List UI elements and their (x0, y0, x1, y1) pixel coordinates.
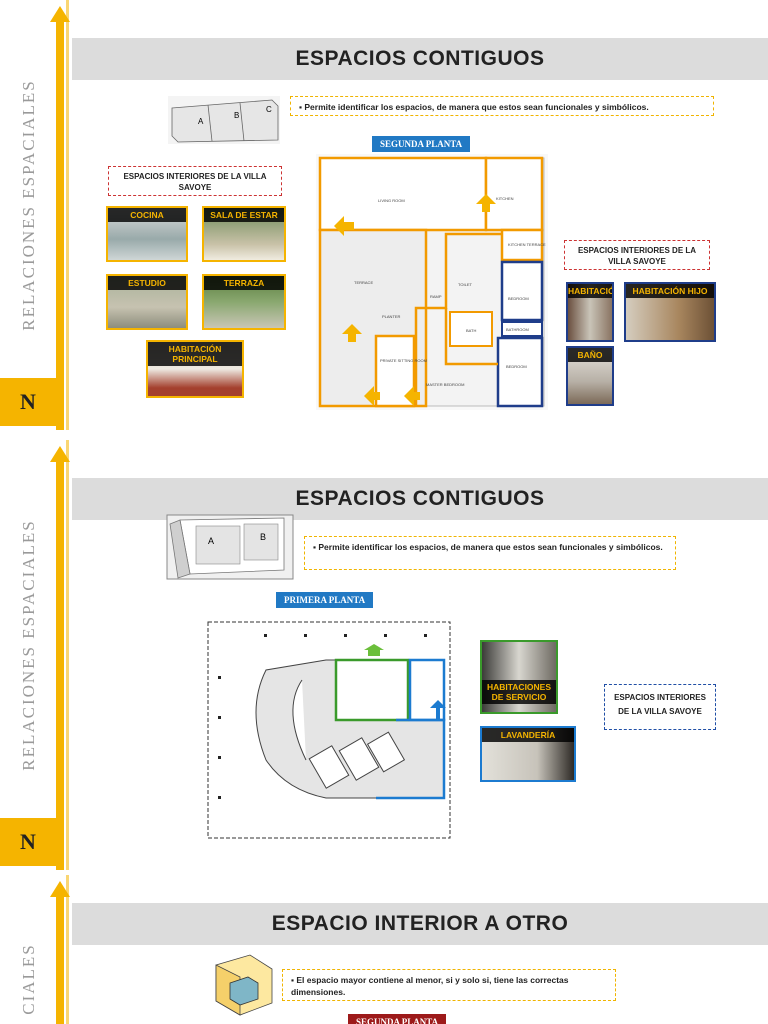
plan-tag: SEGUNDA PLANTA (348, 1014, 447, 1024)
side-rail: RELACIONES ESPACIALES N (0, 440, 70, 870)
rail-label: RELACIONES ESPACIALES (19, 79, 39, 331)
definition-note: ▪ Permite identificar los espacios, de m… (304, 536, 676, 570)
diagram-label-c: C (266, 105, 272, 114)
definition-note: ▪ Permite identificar los espacios, de m… (290, 96, 714, 116)
first-floor-plan (207, 621, 451, 839)
svg-text:KITCHEN: KITCHEN (496, 196, 514, 201)
arrow-up-icon (50, 446, 70, 462)
slide-2: RELACIONES ESPACIALES N ESPACIOS CONTIGU… (0, 440, 768, 870)
photo-sala-de-estar: SALA DE ESTAR (202, 206, 286, 262)
svg-text:KITCHEN TERRACE: KITCHEN TERRACE (508, 242, 546, 247)
svg-text:BATHROOM: BATHROOM (506, 327, 529, 332)
svg-text:MASTER BEDROOM: MASTER BEDROOM (426, 382, 464, 387)
slide-title: ESPACIOS CONTIGUOS (72, 478, 768, 520)
diagram-label-a: A (208, 536, 214, 546)
second-floor-plan: LIVING ROOM KITCHEN KITCHEN TERRACE TERR… (316, 154, 548, 410)
diagram-label-b: B (234, 111, 239, 120)
interior-spaces-label-left: ESPACIOS INTERIORES DE LA VILLA SAVOYE (108, 166, 282, 196)
side-rail: CIALES (0, 875, 70, 1024)
photo-lavanderia: LAVANDERÍA (480, 726, 576, 782)
diagram-label-b: B (260, 532, 266, 542)
svg-text:TOILET: TOILET (458, 282, 472, 287)
diagram-label-a: A (198, 117, 204, 126)
svg-text:LIVING ROOM: LIVING ROOM (378, 198, 405, 203)
photo-habitaciones-servicio: HABITACIONES DE SERVICIO (480, 640, 558, 714)
photo-habitacion: HABITACIÓN (566, 282, 614, 342)
contiguous-spaces-diagram: A B (166, 514, 294, 580)
n-logo: N (0, 818, 56, 866)
slide-1: RELACIONES ESPACIALES N ESPACIOS CONTIGU… (0, 0, 768, 430)
plan-tag: PRIMERA PLANTA (276, 592, 374, 608)
svg-text:TERRACE: TERRACE (354, 280, 373, 285)
slide-title: ESPACIOS CONTIGUOS (72, 38, 768, 80)
arrow-up-icon (50, 881, 70, 897)
photo-habitacion-principal: HABITACIÓN PRINCIPAL (146, 340, 244, 398)
svg-text:PRIVATE SITTING ROOM: PRIVATE SITTING ROOM (380, 358, 427, 363)
arrow-up-icon (50, 6, 70, 22)
rail-label: RELACIONES ESPACIALES (19, 519, 39, 771)
definition-note: ▪ El espacio mayor contiene al menor, si… (282, 969, 616, 1001)
side-rail: RELACIONES ESPACIALES N (0, 0, 70, 430)
svg-text:PLANTER: PLANTER (382, 314, 401, 319)
interior-space-diagram (215, 954, 273, 1016)
photo-habitacion-hijo: HABITACIÓN HIJO (624, 282, 716, 342)
plan-tag: SEGUNDA PLANTA (372, 136, 471, 152)
svg-text:RAMP: RAMP (430, 294, 442, 299)
photo-cocina: COCINA (106, 206, 188, 262)
contiguous-spaces-diagram: A B C (168, 96, 280, 144)
photo-estudio: ESTUDIO (106, 274, 188, 330)
svg-text:BEDROOM: BEDROOM (506, 364, 527, 369)
interior-spaces-label-right: ESPACIOS INTERIORES DE LA VILLA SAVOYE (564, 240, 710, 270)
svg-text:BATH: BATH (466, 328, 476, 333)
photo-bano: BAÑO (566, 346, 614, 406)
rail-label: CIALES (19, 943, 38, 1015)
n-logo: N (0, 378, 56, 426)
svg-text:BEDROOM: BEDROOM (508, 296, 529, 301)
photo-terraza: TERRAZA (202, 274, 286, 330)
interior-spaces-label: ESPACIOS INTERIORES DE LA VILLA SAVOYE (604, 684, 716, 730)
slide-title: ESPACIO INTERIOR A OTRO (72, 903, 768, 945)
slide-3: CIALES ESPACIO INTERIOR A OTRO ▪ El espa… (0, 875, 768, 1024)
